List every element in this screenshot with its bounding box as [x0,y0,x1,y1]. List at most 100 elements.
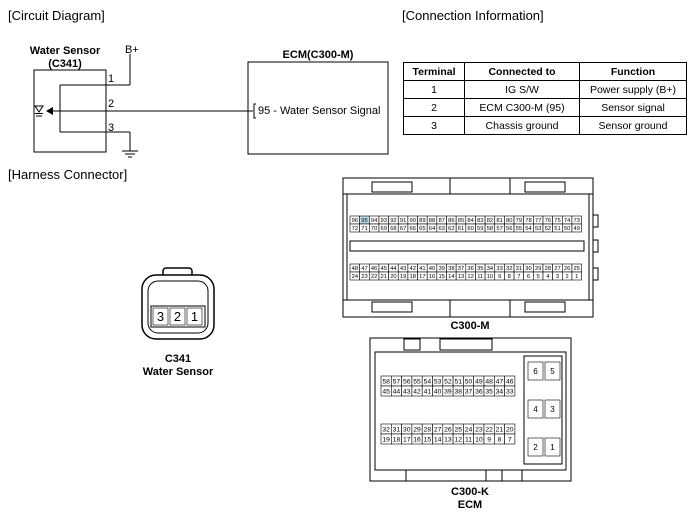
pin-number: 18 [409,274,415,280]
pin-number: 43 [403,388,411,395]
pin-number: 45 [381,266,387,272]
pin-number: 8 [498,436,502,443]
pin-number: 60 [467,226,473,232]
pin-number: 71 [361,226,367,232]
pin-3-label: 3 [108,122,115,134]
pin-number: 18 [393,436,401,443]
pin-number: 24 [465,426,473,433]
pin-number: 13 [444,436,452,443]
pin-number: 3 [556,274,559,280]
pin-cell [571,271,582,281]
pin-number: 52 [444,378,452,385]
pin-number: 47 [361,266,367,272]
pin-number: 74 [564,218,571,224]
ecm-box [247,61,389,155]
pin-number: 39 [438,266,444,272]
pin-number: 27 [434,426,442,433]
table-cell: ECM C300-M (95) [464,98,580,117]
pin-number: 24 [352,274,359,280]
c300m-label: C300-M [450,320,490,332]
pin-number: 29 [413,426,421,433]
pin-number: 53 [434,378,442,385]
pin-2-label: 2 [108,98,115,110]
pin-number: 87 [438,218,444,224]
pin-number: 70 [371,226,377,232]
pin-number: 85 [458,218,464,224]
pin-cell [527,361,544,381]
table-cell: Sensor ground [579,116,687,135]
water-sensor-symbol [34,105,44,117]
table-cell: 3 [403,116,465,135]
table-cell: Chassis ground [464,116,580,135]
pin-number: 48 [485,378,493,385]
pin-number: 64 [429,226,436,232]
pin-number: 90 [409,218,415,224]
pin-number: 88 [429,218,435,224]
pin-number: 34 [487,266,494,272]
pin-1-label: 1 [108,73,115,85]
pin-number: 45 [382,388,390,395]
pin-number: 56 [506,226,512,232]
pin-number: 31 [516,266,522,272]
table-header-row: Terminal Connected to Function [403,62,687,81]
supply-label: B+ [125,44,139,56]
pin-number: 4 [533,405,538,414]
pin-number: 51 [454,378,462,385]
pin-number: 46 [506,378,514,385]
pin-number: 19 [382,436,390,443]
pin-number: 89 [419,218,425,224]
pin-number: 52 [545,226,551,232]
pin-number: 82 [487,218,493,224]
pin-number: 12 [467,274,473,280]
c300k-label-name: ECM [457,499,483,511]
pin-number: 68 [390,226,396,232]
pin-number: 1 [550,443,555,452]
pin-number: 16 [429,274,435,280]
pin-number: 47 [496,378,504,385]
pin-number: 34 [496,388,504,395]
table-cell: Power supply (B+) [579,80,687,99]
pin-number: 84 [467,218,474,224]
pin-number: 2 [174,309,181,324]
pin-number: 40 [434,388,442,395]
table-row: 2 ECM C300-M (95) Sensor signal [403,98,687,117]
pin-cell [544,361,561,381]
header-terminal: Terminal [403,62,465,81]
pin-number: 67 [400,226,406,232]
pin-number: 30 [403,426,411,433]
pin-number: 37 [458,266,464,272]
pin-cell [527,399,544,419]
pin-number: 27 [554,266,560,272]
pin-number: 31 [393,426,401,433]
pin-number: 50 [465,378,473,385]
pin-cell [504,433,516,445]
pin-number: 5 [537,274,540,280]
pin-number: 41 [424,388,432,395]
pin-number: 57 [393,378,401,385]
circuit-diagram-title: [Circuit Diagram] [8,8,105,23]
pin-number: 54 [424,378,432,385]
pin-number: 35 [477,266,483,272]
pin-number: 66 [409,226,415,232]
pin-number: 95 [361,218,367,224]
pin-number: 14 [448,274,455,280]
pin-number: 96 [352,218,358,224]
c341-label-name: Water Sensor [142,366,214,378]
pin-number: 17 [419,274,425,280]
connection-information-title: [Connection Information] [402,8,544,23]
pin-cell [544,437,561,457]
pin-cell [571,223,582,233]
ground-icon [122,150,138,158]
pin-cell [186,307,203,326]
pin-number: 92 [390,218,396,224]
pin-number: 9 [487,436,491,443]
pin-number: 25 [574,266,580,272]
c341-connector [141,267,215,340]
table-row: 3 Chassis ground Sensor ground [403,116,687,135]
pin-number: 49 [475,378,483,385]
signal-arrow [46,107,53,115]
pin-number: 11 [465,436,472,443]
pin-number: 11 [477,274,483,280]
pin-number: 78 [525,218,531,224]
